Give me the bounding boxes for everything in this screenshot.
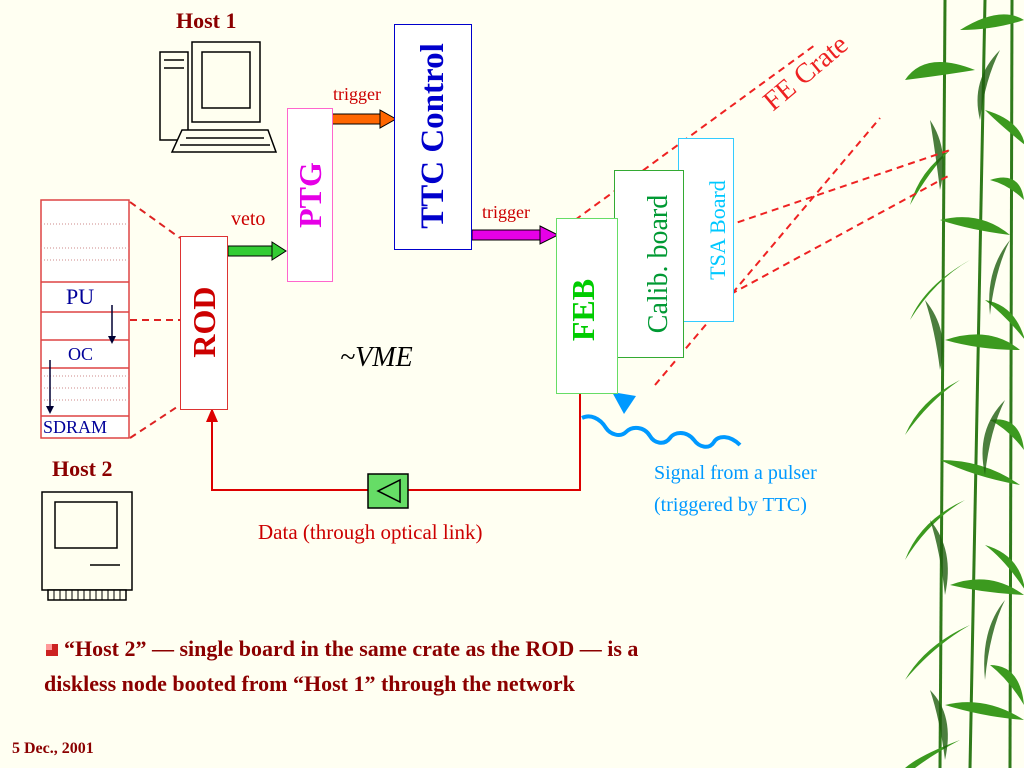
oc-label: OC	[68, 344, 94, 364]
calib-board-box	[614, 170, 684, 358]
host2-computer-icon	[41, 491, 133, 601]
pulser-signal-arrow	[581, 392, 742, 449]
ptg-box	[287, 108, 333, 282]
trigger-mid-label: trigger	[482, 202, 530, 222]
optical-link-line	[206, 393, 581, 509]
feb-box	[556, 218, 618, 394]
pulser-label-line2: (triggered by TTC)	[654, 494, 807, 516]
ttc-control-box	[394, 24, 472, 250]
host1-label: Host 1	[176, 8, 237, 33]
host1-computer-icon	[159, 41, 278, 153]
rod-label: ROD	[186, 286, 222, 358]
calib-board-label: Calib. board	[643, 194, 674, 334]
sdram-label: SDRAM	[43, 417, 108, 437]
bullet-square	[46, 644, 58, 656]
rod-detail-stack	[40, 199, 130, 439]
pu-label: PU	[66, 284, 95, 309]
bullet-line-1: “Host 2” — single board in the same crat…	[64, 636, 639, 661]
host2-label: Host 2	[52, 456, 113, 481]
pulser-label-line1: Signal from a pulser	[654, 462, 817, 484]
rod-box	[180, 236, 228, 410]
data-link-label: Data (through optical link)	[258, 520, 483, 544]
trigger-arrow-top	[331, 109, 398, 129]
bullet-line-2: diskless node booted from “Host 1” throu…	[44, 671, 575, 696]
ptg-label: PTG	[292, 162, 328, 228]
veto-label: veto	[231, 208, 266, 230]
trigger-arrow-mid	[471, 225, 560, 245]
tsa-board-label: TSA Board	[705, 180, 730, 280]
rod-zoom-lines	[129, 201, 181, 439]
feb-label: FEB	[565, 278, 601, 342]
trigger-top-label: trigger	[333, 84, 381, 104]
ttc-control-label: TTC Control	[415, 43, 451, 229]
footer-date: 5 Dec., 2001	[12, 740, 94, 757]
vme-label: ~VME	[340, 342, 413, 373]
veto-arrow	[227, 241, 287, 261]
bamboo-decoration	[905, 0, 1024, 768]
